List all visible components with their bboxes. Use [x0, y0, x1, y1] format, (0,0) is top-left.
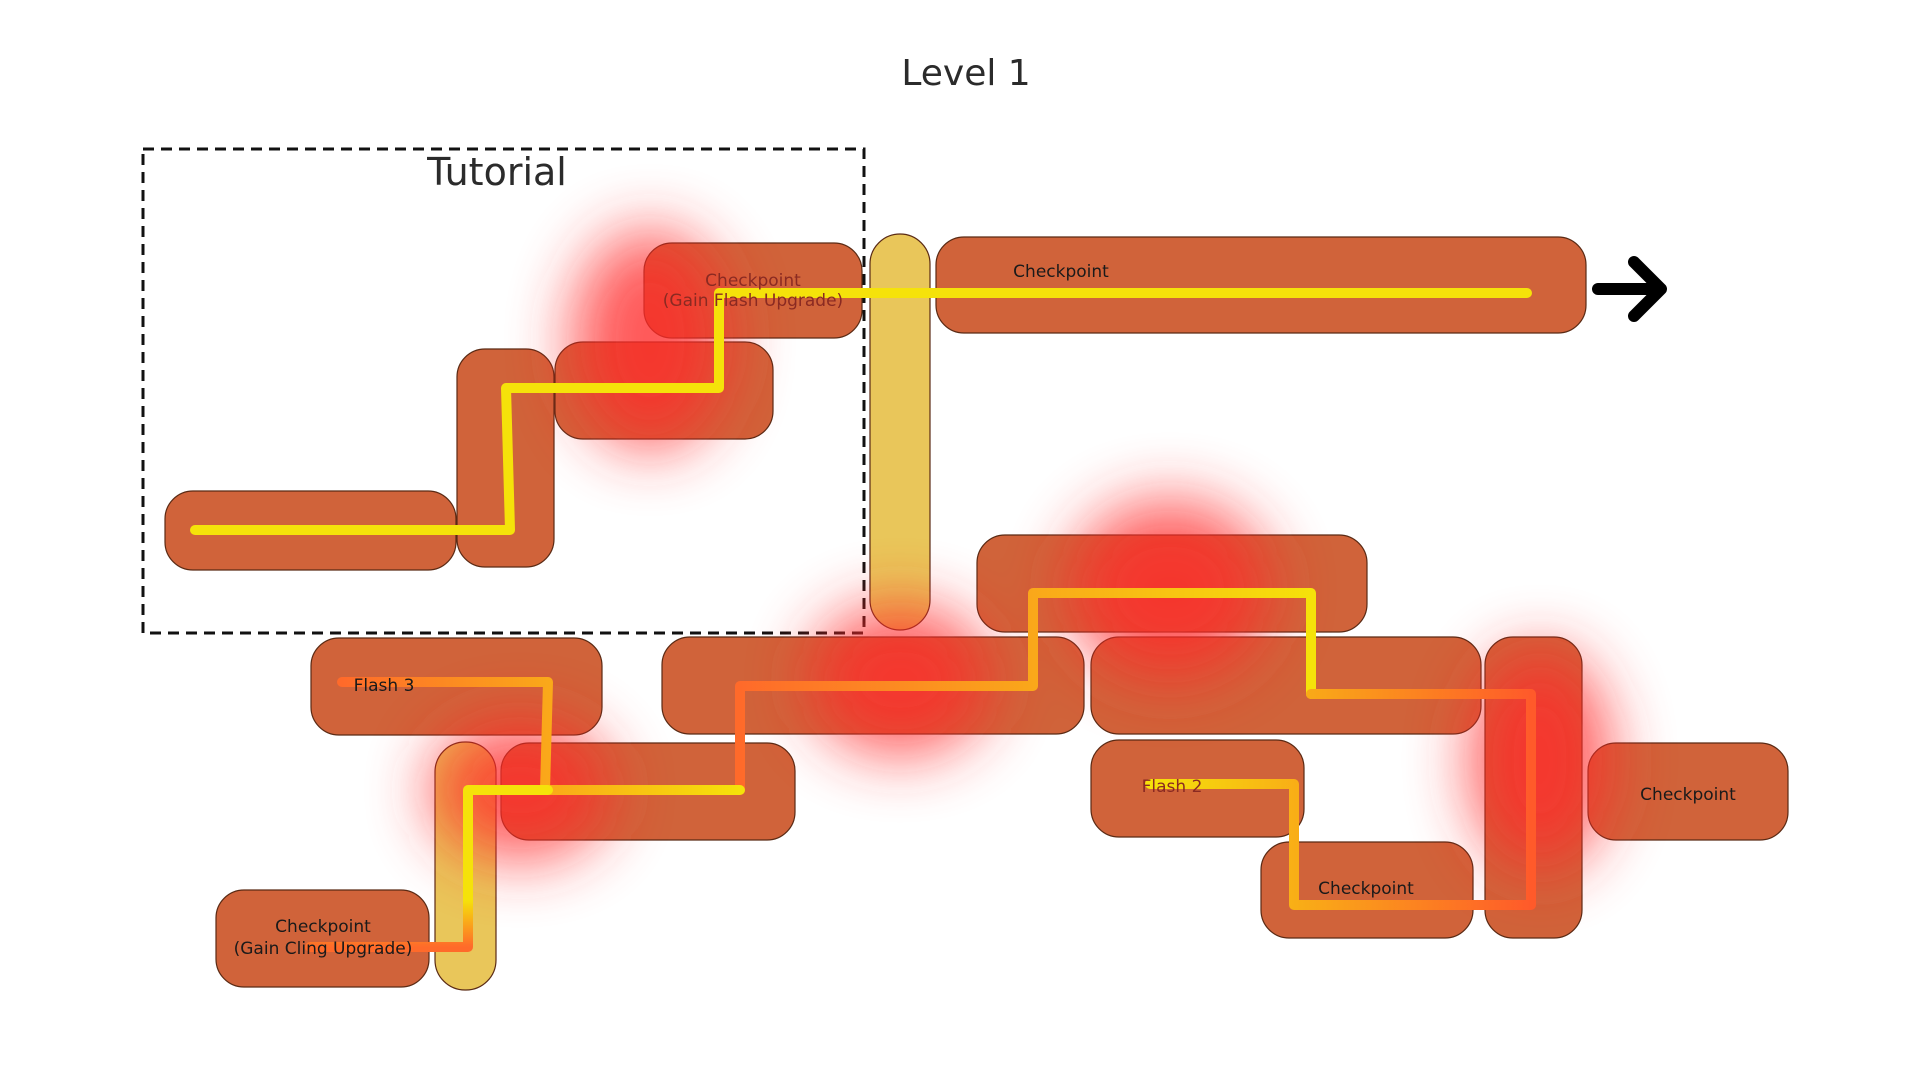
room-bottom-checkpoint: [1260, 841, 1474, 939]
label-checkpoint-flash-2: (Gain Flash Upgrade): [663, 291, 843, 311]
label-flash2: Flash 2: [1142, 777, 1203, 797]
hazard-glow-right: [1470, 650, 1610, 870]
level-title: Level 1: [901, 53, 1030, 94]
hazard-glow-center: [810, 605, 990, 755]
path-cling: [305, 785, 553, 952]
tutorial-label: Tutorial: [426, 150, 567, 194]
path-center: [735, 588, 1316, 795]
label-flash3: Flash 3: [354, 676, 415, 696]
path-right: [1145, 689, 1536, 910]
room-top-right: [935, 236, 1587, 334]
rooms: [164, 236, 1789, 988]
player-path: [190, 288, 1738, 952]
label-checkpoint-bottom: Checkpoint: [1318, 879, 1414, 899]
label-checkpoint-top-right: Checkpoint: [1013, 262, 1109, 282]
arrow-right-icon: [1592, 256, 1667, 322]
label-checkpoint-far-right: Checkpoint: [1640, 785, 1736, 805]
label-checkpoint-cling-2: (Gain Cling Upgrade): [234, 939, 413, 959]
label-checkpoint-flash-1: Checkpoint: [705, 271, 801, 291]
room-cling-checkpoint: [215, 889, 430, 988]
hazard-glows: [430, 230, 1610, 870]
path-left: [337, 677, 745, 795]
path-tutorial: [190, 288, 905, 535]
hazard-glow-tutorial: [572, 230, 728, 450]
label-checkpoint-cling-1: Checkpoint: [275, 917, 371, 937]
tutorial-zone: [141, 147, 866, 635]
